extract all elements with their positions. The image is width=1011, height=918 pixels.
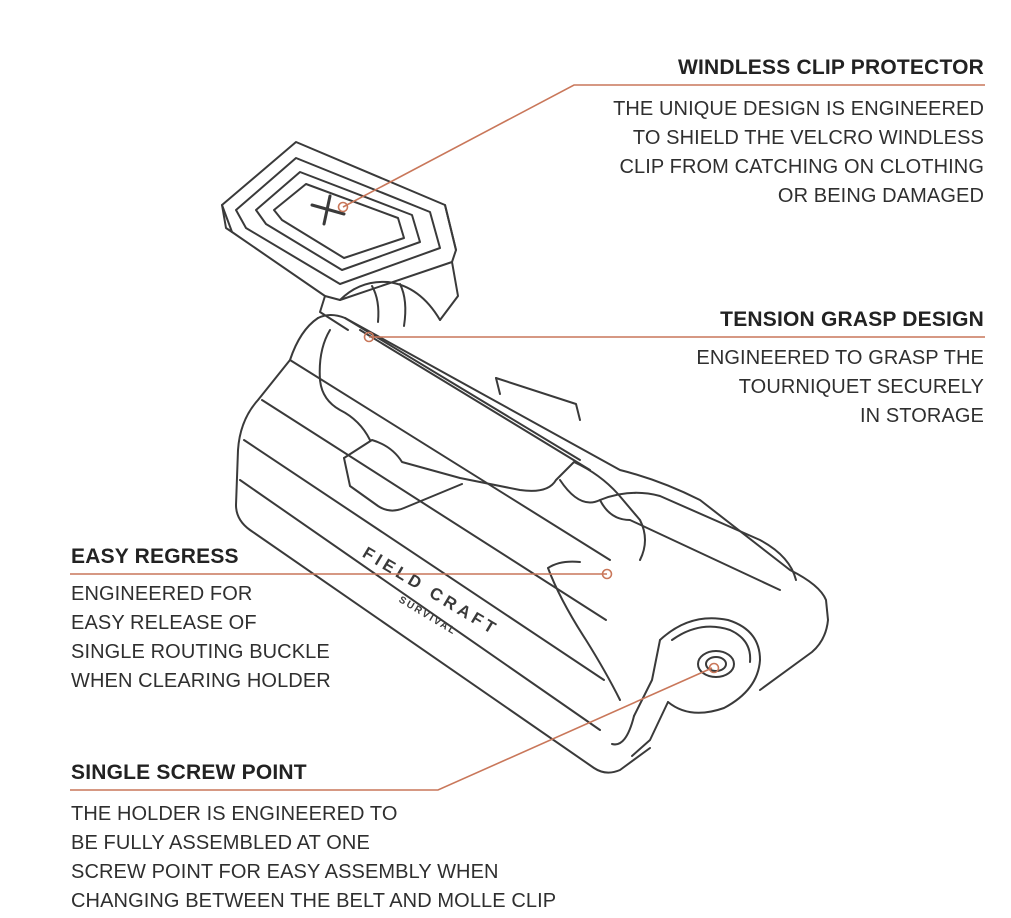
regress-line: WHEN CLEARING HOLDER <box>71 670 331 692</box>
windless-line: OR BEING DAMAGED <box>777 185 984 207</box>
screw-line: SCREW POINT FOR EASY ASSEMBLY WHEN <box>71 861 499 883</box>
windless-line: CLIP FROM CATCHING ON CLOTHING <box>619 156 984 178</box>
windless-line: THE UNIQUE DESIGN IS ENGINEERED <box>613 98 984 120</box>
regress-title: EASY REGRESS <box>71 545 239 568</box>
brand-logo: FIELD CRAFT SURVIVAL <box>359 543 502 639</box>
callout-dot-regress <box>601 568 613 580</box>
tension-line: IN STORAGE <box>860 405 984 427</box>
tension-description: ENGINEERED TO GRASP THE TOURNIQUET SECUR… <box>696 344 984 431</box>
windless-line: TO SHIELD THE VELCRO WINDLESS <box>632 127 984 149</box>
callout-line-windless <box>342 84 985 208</box>
callout-dot-tension <box>363 331 375 343</box>
regress-line: ENGINEERED FOR <box>71 583 253 605</box>
regress-line: EASY RELEASE OF <box>71 612 257 634</box>
windless-description: THE UNIQUE DESIGN IS ENGINEERED TO SHIEL… <box>613 95 984 211</box>
holder-body <box>235 314 829 774</box>
tension-title: TENSION GRASP DESIGN <box>720 308 984 331</box>
windless-title: WINDLESS CLIP PROTECTOR <box>677 56 984 79</box>
callout-dot-windless <box>337 201 349 213</box>
regress-line: SINGLE ROUTING BUCKLE <box>71 641 330 663</box>
callout-line-screw <box>70 667 713 791</box>
clip-neck <box>319 261 459 331</box>
screw-description: THE HOLDER IS ENGINEERED TO BE FULLY ASS… <box>71 800 556 916</box>
tension-line: ENGINEERED TO GRASP THE <box>696 347 984 369</box>
screw-line: CHANGING BETWEEN THE BELT AND MOLLE CLIP <box>71 890 557 912</box>
callout-dot-screw <box>708 662 720 674</box>
regress-description: ENGINEERED FOR EASY RELEASE OF SINGLE RO… <box>71 580 331 696</box>
screw-title: SINGLE SCREW POINT <box>71 761 307 784</box>
screw-line: THE HOLDER IS ENGINEERED TO <box>71 803 398 825</box>
screw-line: BE FULLY ASSEMBLED AT ONE <box>71 832 370 854</box>
plus-icon <box>310 194 346 226</box>
tension-line: TOURNIQUET SECURELY <box>738 376 984 398</box>
logo-text-top: FIELD CRAFT <box>359 543 502 639</box>
